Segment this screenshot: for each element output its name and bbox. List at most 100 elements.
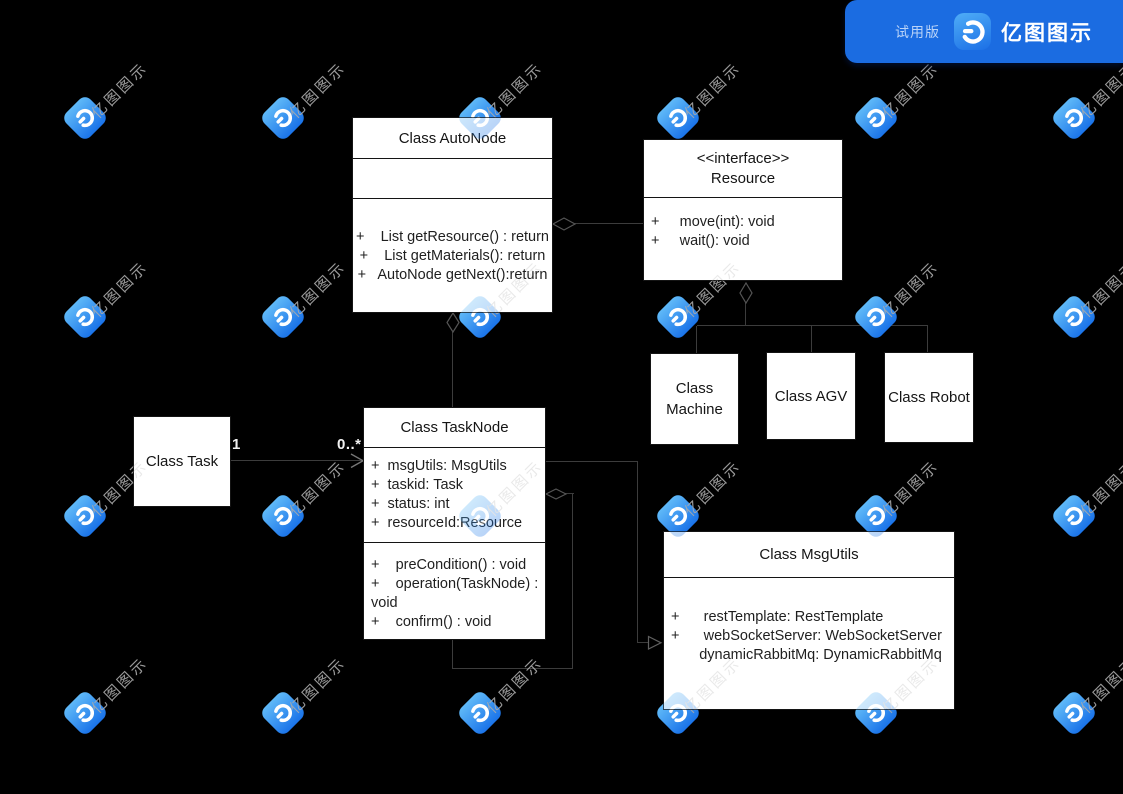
watermark-text: 亿图图示	[483, 654, 547, 718]
watermark-logo-icon	[1049, 93, 1099, 143]
methods-section: + List getResource() : return + List get…	[353, 199, 552, 285]
watermark-text: 亿图图示	[286, 258, 350, 322]
method-line: + List getMaterials(): return	[359, 248, 546, 264]
class-box-autonode[interactable]: Class AutoNode + List getResource() : re…	[352, 117, 553, 313]
watermark-logo-icon	[1049, 93, 1099, 143]
watermark-logo-icon	[60, 491, 110, 541]
watermark-logo-icon	[60, 688, 110, 738]
watermark-logo-icon	[851, 93, 901, 143]
class-box-tasknode[interactable]: Class TaskNode + msgUtils: MsgUtils + ta…	[363, 407, 546, 640]
watermark-logo-icon	[1049, 688, 1099, 738]
class-box-task[interactable]: Class Task	[133, 416, 231, 507]
connector-line	[927, 326, 929, 352]
watermark-logo-icon	[653, 93, 703, 143]
watermark-text: 亿图图示	[879, 59, 943, 123]
attribute-line: + msgUtils: MsgUtils	[371, 458, 507, 474]
class-box-msgutils[interactable]: Class MsgUtils + restTemplate: RestTempl…	[663, 531, 955, 710]
connector-line	[638, 642, 652, 644]
brand-name: 亿图图示	[1001, 21, 1093, 45]
connector-line	[452, 640, 454, 669]
connector-line	[452, 332, 454, 407]
watermark-logo-icon	[258, 491, 308, 541]
watermark-text: 亿图图示	[879, 258, 943, 322]
class-stereotype: <<interface>>	[696, 149, 790, 167]
method-line: + operation(TaskNode) :	[371, 576, 539, 592]
watermark-logo-icon	[653, 292, 703, 342]
attributes-section	[353, 159, 552, 199]
watermark-logo-icon	[60, 93, 110, 143]
watermark-logo-icon	[258, 93, 308, 143]
method-line: + AutoNode getNext():return	[357, 267, 548, 283]
class-name: Resource	[710, 169, 776, 187]
class-title: Class Robot	[888, 389, 970, 406]
trial-banner: 试用版 亿图图示	[845, 0, 1123, 63]
watermark-text: 亿图图示	[483, 59, 547, 123]
multiplicity-label: 0..*	[337, 436, 362, 453]
watermark-text: 亿图图示	[88, 654, 152, 718]
class-box-machine[interactable]: Class Machine	[650, 353, 739, 445]
watermark-logo-icon	[1049, 688, 1099, 738]
class-title: Class AutoNode	[353, 118, 552, 159]
multiplicity-label: 1	[232, 436, 241, 453]
aggregation-diamond-icon	[545, 488, 567, 500]
attribute-line: + resourceId:Resource	[371, 515, 523, 531]
watermark-text: 亿图图示	[286, 654, 350, 718]
watermark-text: 亿图图示	[1077, 654, 1123, 718]
method-line: + wait(): void	[651, 233, 750, 249]
watermark-text: 亿图图示	[286, 59, 350, 123]
watermark-logo-icon	[60, 292, 110, 342]
watermark-logo-icon	[258, 292, 308, 342]
watermark-text: 亿图图示	[681, 457, 745, 521]
class-title: Class AGV	[774, 387, 848, 405]
watermark-logo-icon	[851, 292, 901, 342]
class-title: Class Machine	[666, 380, 723, 418]
watermark-text: 亿图图示	[483, 59, 547, 123]
watermark-logo-icon	[258, 688, 308, 738]
brand-logo-icon	[954, 13, 991, 50]
connector-line	[565, 493, 574, 495]
watermark-text: 亿图图示	[879, 258, 943, 322]
aggregation-diamond-icon	[552, 217, 576, 231]
class-title: Class TaskNode	[364, 408, 545, 448]
watermark-text: 亿图图示	[879, 59, 943, 123]
connector-line	[696, 326, 698, 353]
watermark-logo-icon	[60, 491, 110, 541]
watermark-logo-icon	[653, 93, 703, 143]
watermark-text: 亿图图示	[88, 258, 152, 322]
class-title: Class Task	[145, 453, 219, 470]
class-box-robot[interactable]: Class Robot	[884, 352, 974, 443]
connector-line	[637, 462, 639, 643]
watermark-text: 亿图图示	[88, 59, 152, 123]
class-box-resource[interactable]: <<interface>> Resource + move(int): void…	[643, 139, 843, 281]
class-box-agv[interactable]: Class AGV	[766, 352, 856, 440]
methods-section: + move(int): void + wait(): void	[644, 198, 842, 251]
connector-line	[811, 326, 813, 352]
method-line: + List getResource() : return	[355, 229, 549, 245]
watermark-text: 亿图图示	[879, 457, 943, 521]
class-title: <<interface>> Resource	[644, 140, 842, 198]
watermark-text: 亿图图示	[879, 457, 943, 521]
trial-version-label: 试用版	[895, 23, 940, 40]
watermark-text: 亿图图示	[681, 457, 745, 521]
watermark-logo-icon	[258, 688, 308, 738]
watermark-logo-icon	[851, 292, 901, 342]
attribute-line: + restTemplate: RestTemplate	[671, 609, 884, 625]
method-line: + move(int): void	[651, 214, 775, 230]
connector-line	[453, 668, 573, 670]
watermark-text: 亿图图示	[286, 457, 350, 521]
watermark-text: 亿图图示	[1077, 59, 1123, 123]
watermark-logo-icon	[653, 292, 703, 342]
attribute-line: + taskid: Task	[371, 477, 464, 493]
connector-line	[231, 460, 363, 462]
open-triangle-arrowhead-icon	[647, 635, 663, 650]
attributes-section: + msgUtils: MsgUtils + taskid: Task + st…	[364, 448, 545, 543]
watermark-logo-icon	[258, 491, 308, 541]
aggregation-diamond-icon	[446, 312, 460, 333]
attribute-line: + status: int	[371, 496, 450, 512]
watermark-logo-icon	[1049, 491, 1099, 541]
aggregation-diamond-icon	[739, 282, 753, 304]
connector-line	[745, 303, 747, 326]
watermark-logo-icon	[455, 688, 505, 738]
watermark-text: 亿图图示	[1077, 59, 1123, 123]
